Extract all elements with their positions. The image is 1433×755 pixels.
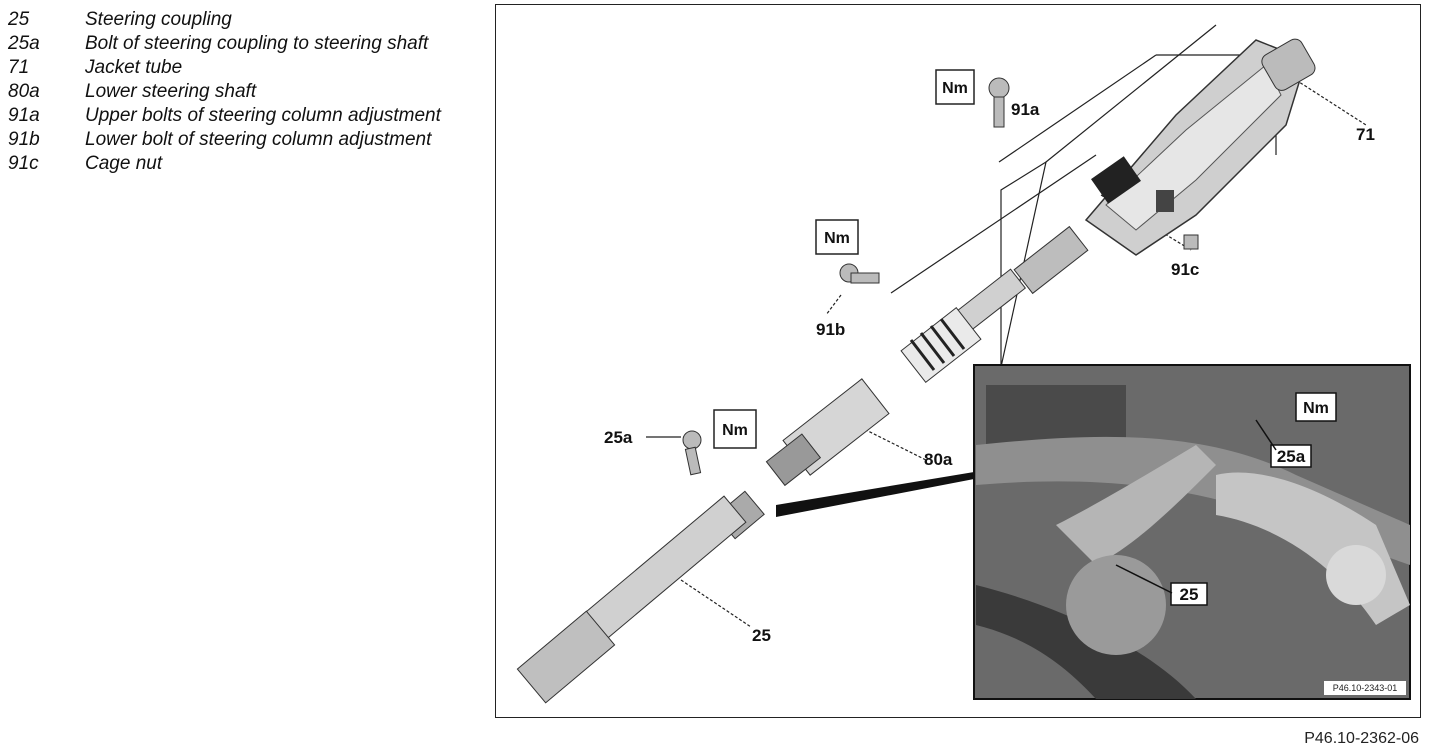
legend-code: 71	[8, 57, 30, 78]
leader-91a	[998, 54, 1157, 163]
legend-item: 25a Bolt of steering coupling to steering…	[8, 32, 448, 56]
torque-symbol: Nm	[824, 230, 850, 247]
legend-item: 80a Lower steering shaft	[8, 80, 448, 104]
leader-top	[1045, 24, 1217, 163]
cage-nut	[1183, 234, 1199, 250]
inset-callout-25a: 25a	[1277, 447, 1306, 466]
leader-80a	[855, 424, 927, 461]
legend-text: Jacket tube	[85, 57, 183, 78]
legend-code: 91a	[8, 105, 40, 126]
legend-item: 91c Cage nut	[8, 152, 448, 176]
legend-item: 91b Lower bolt of steering column adjustm…	[8, 128, 448, 152]
steering-coupling	[516, 490, 765, 704]
legend-text: Lower bolt of steering column adjustment	[85, 129, 432, 150]
exploded-diagram: Nm Nm Nm 71 91a 91c 91b 80a 25a 25 Nm 25…	[516, 24, 1411, 704]
inset-photo: Nm 25a 25 P46.10-2343-01	[973, 364, 1411, 700]
lower-steering-shaft	[765, 378, 890, 487]
legend-text: Steering coupling	[85, 9, 232, 30]
bolts	[682, 77, 1199, 476]
legend-code: 25	[8, 9, 30, 30]
leader-25	[680, 579, 752, 628]
callout-25: 25	[752, 626, 771, 645]
callout-25a: 25a	[604, 428, 633, 447]
bolt-25a-head	[682, 430, 702, 450]
bolt-91a-head	[988, 77, 1010, 99]
legend-code: 80a	[8, 81, 40, 102]
legend-text: Upper bolts of steering column adjustmen…	[85, 105, 441, 126]
torque-boxes: Nm Nm Nm	[713, 69, 975, 449]
legend-text: Bolt of steering coupling to steering sh…	[85, 33, 429, 54]
callout-71: 71	[1356, 125, 1375, 144]
callout-91a: 91a	[1011, 100, 1040, 119]
legend-text: Lower steering shaft	[85, 81, 257, 102]
torque-symbol: Nm	[942, 80, 968, 97]
callout-91b: 91b	[816, 320, 845, 339]
jacket-tube	[1084, 38, 1316, 256]
callout-80a: 80a	[924, 450, 953, 469]
inset-callout-25: 25	[1180, 585, 1199, 604]
torque-symbol: Nm	[1303, 400, 1329, 417]
leader-91b	[890, 154, 1097, 294]
legend-code: 91c	[8, 153, 39, 174]
intermediate-shaft	[900, 225, 1089, 384]
legend-list: 25 Steering coupling 25a Bolt of steering …	[8, 8, 448, 176]
inset-photo-code: P46.10-2343-01	[1333, 683, 1398, 693]
legend-text: Cage nut	[85, 153, 163, 174]
legend-item: 25 Steering coupling	[8, 8, 448, 32]
leader-91b-short	[825, 294, 842, 316]
legend-code: 91b	[8, 129, 40, 150]
callout-91c: 91c	[1171, 260, 1199, 279]
legend-item: 91a Upper bolts of steering column adjust…	[8, 104, 448, 128]
leader-71	[1295, 79, 1367, 126]
legend-code: 25a	[8, 33, 40, 54]
torque-symbol: Nm	[722, 422, 748, 439]
legend-item: 71 Jacket tube	[8, 56, 448, 80]
figure-code: P46.10-2362-06	[1304, 730, 1419, 747]
steering-column-figure: Nm Nm Nm 71 91a 91c 91b 80a 25a 25 Nm 25…	[495, 4, 1421, 718]
